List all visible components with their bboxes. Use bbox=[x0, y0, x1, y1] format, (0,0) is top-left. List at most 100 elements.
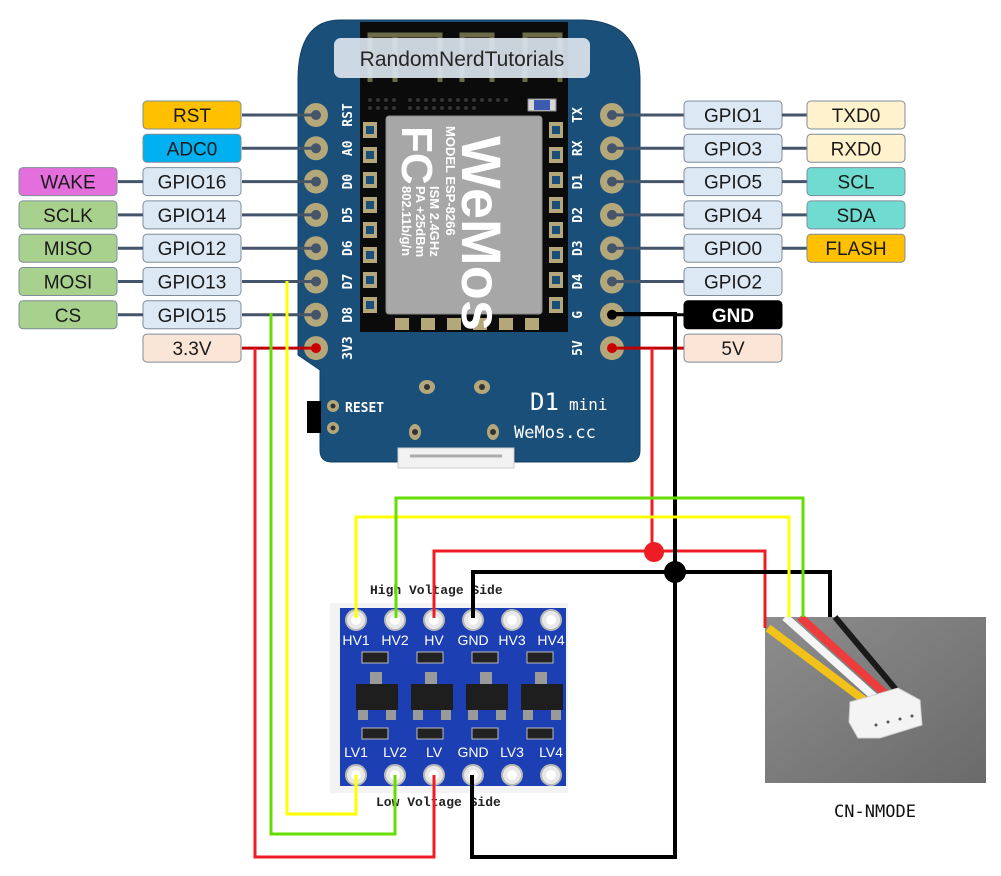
hv-pin-label: HV bbox=[424, 632, 444, 648]
func-label-sclk-text: SCLK bbox=[43, 206, 93, 227]
silk-label-right: G bbox=[571, 311, 586, 319]
pin-label-gpio3-text: GPIO3 bbox=[704, 139, 762, 160]
func-label-mosi-text: MOSI bbox=[44, 273, 93, 294]
func-label-wake: WAKE bbox=[18, 167, 118, 197]
junction-5v bbox=[644, 542, 664, 562]
silk-label-left: D7 bbox=[341, 274, 356, 290]
func-label-rxd0: RXD0 bbox=[806, 133, 906, 163]
func-label-txd0-text: TXD0 bbox=[832, 106, 881, 127]
pin-label-33v: 3.3V bbox=[142, 333, 242, 363]
lv-pin-label: LV4 bbox=[539, 744, 563, 760]
resistor bbox=[361, 727, 389, 740]
connector-label: CN-NMODE bbox=[834, 802, 916, 822]
func-label-miso-text: MISO bbox=[44, 239, 93, 260]
silk-label-right: D1 bbox=[571, 174, 586, 190]
func-label-txd0: TXD0 bbox=[806, 100, 906, 130]
jst-connector-housing bbox=[848, 687, 923, 739]
wire-hv1-connector bbox=[354, 515, 791, 618]
hv-pin-label: HV3 bbox=[498, 632, 525, 648]
wire-gpio13-lv1 bbox=[285, 281, 358, 816]
high-voltage-side-label: High Voltage Side bbox=[370, 583, 503, 598]
pin-label-gpio13: GPIO13 bbox=[142, 267, 242, 296]
module-standard: 802.11b/g/n bbox=[399, 186, 414, 256]
func-label-scl-text: SCL bbox=[838, 173, 875, 194]
pin-label-gnd: GND bbox=[683, 300, 783, 330]
pin-label-gpio4-text: GPIO4 bbox=[704, 206, 763, 227]
watermark: RandomNerdTutorials bbox=[334, 38, 590, 78]
hv-pin-label: GND bbox=[457, 632, 488, 648]
func-label-miso: MISO bbox=[18, 233, 118, 263]
func-label-mosi: MOSI bbox=[18, 267, 118, 296]
wire-gnd-hv bbox=[471, 570, 832, 618]
func-label-flash: FLASH bbox=[806, 233, 906, 263]
lv-pin-label: GND bbox=[457, 744, 488, 760]
func-label-flash-text: FLASH bbox=[825, 239, 886, 260]
pin-label-gpio14: GPIO14 bbox=[142, 200, 242, 230]
silk-label-left: RST bbox=[341, 103, 356, 127]
silk-label-left: D0 bbox=[341, 174, 356, 190]
wire-5v-hv bbox=[432, 549, 767, 628]
watermark-text: RandomNerdTutorials bbox=[360, 48, 565, 71]
board-brand: WeMos.cc bbox=[514, 423, 596, 443]
pin-label-gpio16-text: GPIO16 bbox=[158, 173, 227, 194]
pin-label-gpio5-text: GPIO5 bbox=[704, 173, 762, 194]
pin-label-gpio1: GPIO1 bbox=[683, 100, 783, 130]
hv-pin-label: HV2 bbox=[381, 632, 408, 648]
pin-label-gpio3: GPIO3 bbox=[683, 133, 783, 163]
pin-label-rst-text: RST bbox=[173, 106, 211, 127]
silk-label-left: D6 bbox=[341, 240, 356, 256]
pin-label-gpio13-text: GPIO13 bbox=[158, 273, 227, 294]
pin-label-gpio1-text: GPIO1 bbox=[704, 106, 762, 127]
usb-port bbox=[397, 447, 515, 469]
antenna-trace bbox=[367, 32, 563, 82]
resistor bbox=[526, 651, 554, 664]
pin-label-gpio0: GPIO0 bbox=[683, 233, 783, 263]
pin-label-rst: RST bbox=[142, 100, 242, 130]
silk-label-left: D8 bbox=[341, 307, 356, 323]
pin-label-gpio15: GPIO15 bbox=[142, 300, 242, 330]
silk-label-right: TX bbox=[571, 107, 586, 123]
pin-label-gpio2-text: GPIO2 bbox=[704, 273, 762, 294]
silk-label-left: D5 bbox=[341, 207, 356, 223]
pin-label-gpio2: GPIO2 bbox=[683, 267, 783, 296]
connector-cables bbox=[765, 614, 901, 710]
reset-label: RESET bbox=[345, 401, 384, 416]
func-label-sclk: SCLK bbox=[18, 200, 118, 230]
resistor bbox=[526, 727, 554, 740]
esp8266-can bbox=[385, 115, 543, 315]
board-name-suffix: mini bbox=[569, 395, 608, 414]
d1-mini-board: WeMos MODEL ESP-8266 ISM 2.4GHz PA +25dB… bbox=[297, 19, 641, 469]
silk-label-left: 3V3 bbox=[341, 336, 356, 359]
pin-label-gpio0-text: GPIO0 bbox=[704, 239, 762, 260]
silk-label-right: D3 bbox=[571, 240, 586, 256]
resistor bbox=[361, 651, 389, 664]
pin-label-gnd-text: GND bbox=[712, 306, 754, 327]
func-label-wake-text: WAKE bbox=[40, 173, 95, 194]
hv-pin-label: HV1 bbox=[342, 632, 369, 648]
func-label-cs-text: CS bbox=[55, 306, 81, 327]
pin-label-gpio4: GPIO4 bbox=[683, 200, 783, 230]
connector-photo: CN-NMODE bbox=[765, 614, 986, 822]
mosfet bbox=[466, 684, 508, 710]
lv-pin-label: LV2 bbox=[383, 744, 407, 760]
level-shifter-chips bbox=[356, 651, 563, 740]
pin-label-5v: 5V bbox=[683, 333, 783, 363]
func-label-sda: SDA bbox=[806, 200, 906, 230]
hv-pin-label: HV4 bbox=[537, 632, 564, 648]
module-power: PA +25dBm bbox=[413, 186, 428, 257]
wire-gpio15-lv2 bbox=[269, 313, 397, 836]
pin-label-adc0-text: ADC0 bbox=[167, 139, 218, 160]
silk-label-right: D4 bbox=[571, 274, 586, 290]
resistor bbox=[416, 651, 444, 664]
module-pads bbox=[363, 122, 563, 330]
lv-pin-label: LV3 bbox=[500, 744, 524, 760]
pin-label-5v-text: 5V bbox=[721, 339, 745, 360]
pin-label-gpio12: GPIO12 bbox=[142, 233, 242, 263]
pin-label-adc0: ADC0 bbox=[142, 133, 242, 163]
junction-gnd bbox=[664, 561, 686, 583]
reset-button[interactable] bbox=[307, 401, 321, 433]
resistor bbox=[416, 727, 444, 740]
